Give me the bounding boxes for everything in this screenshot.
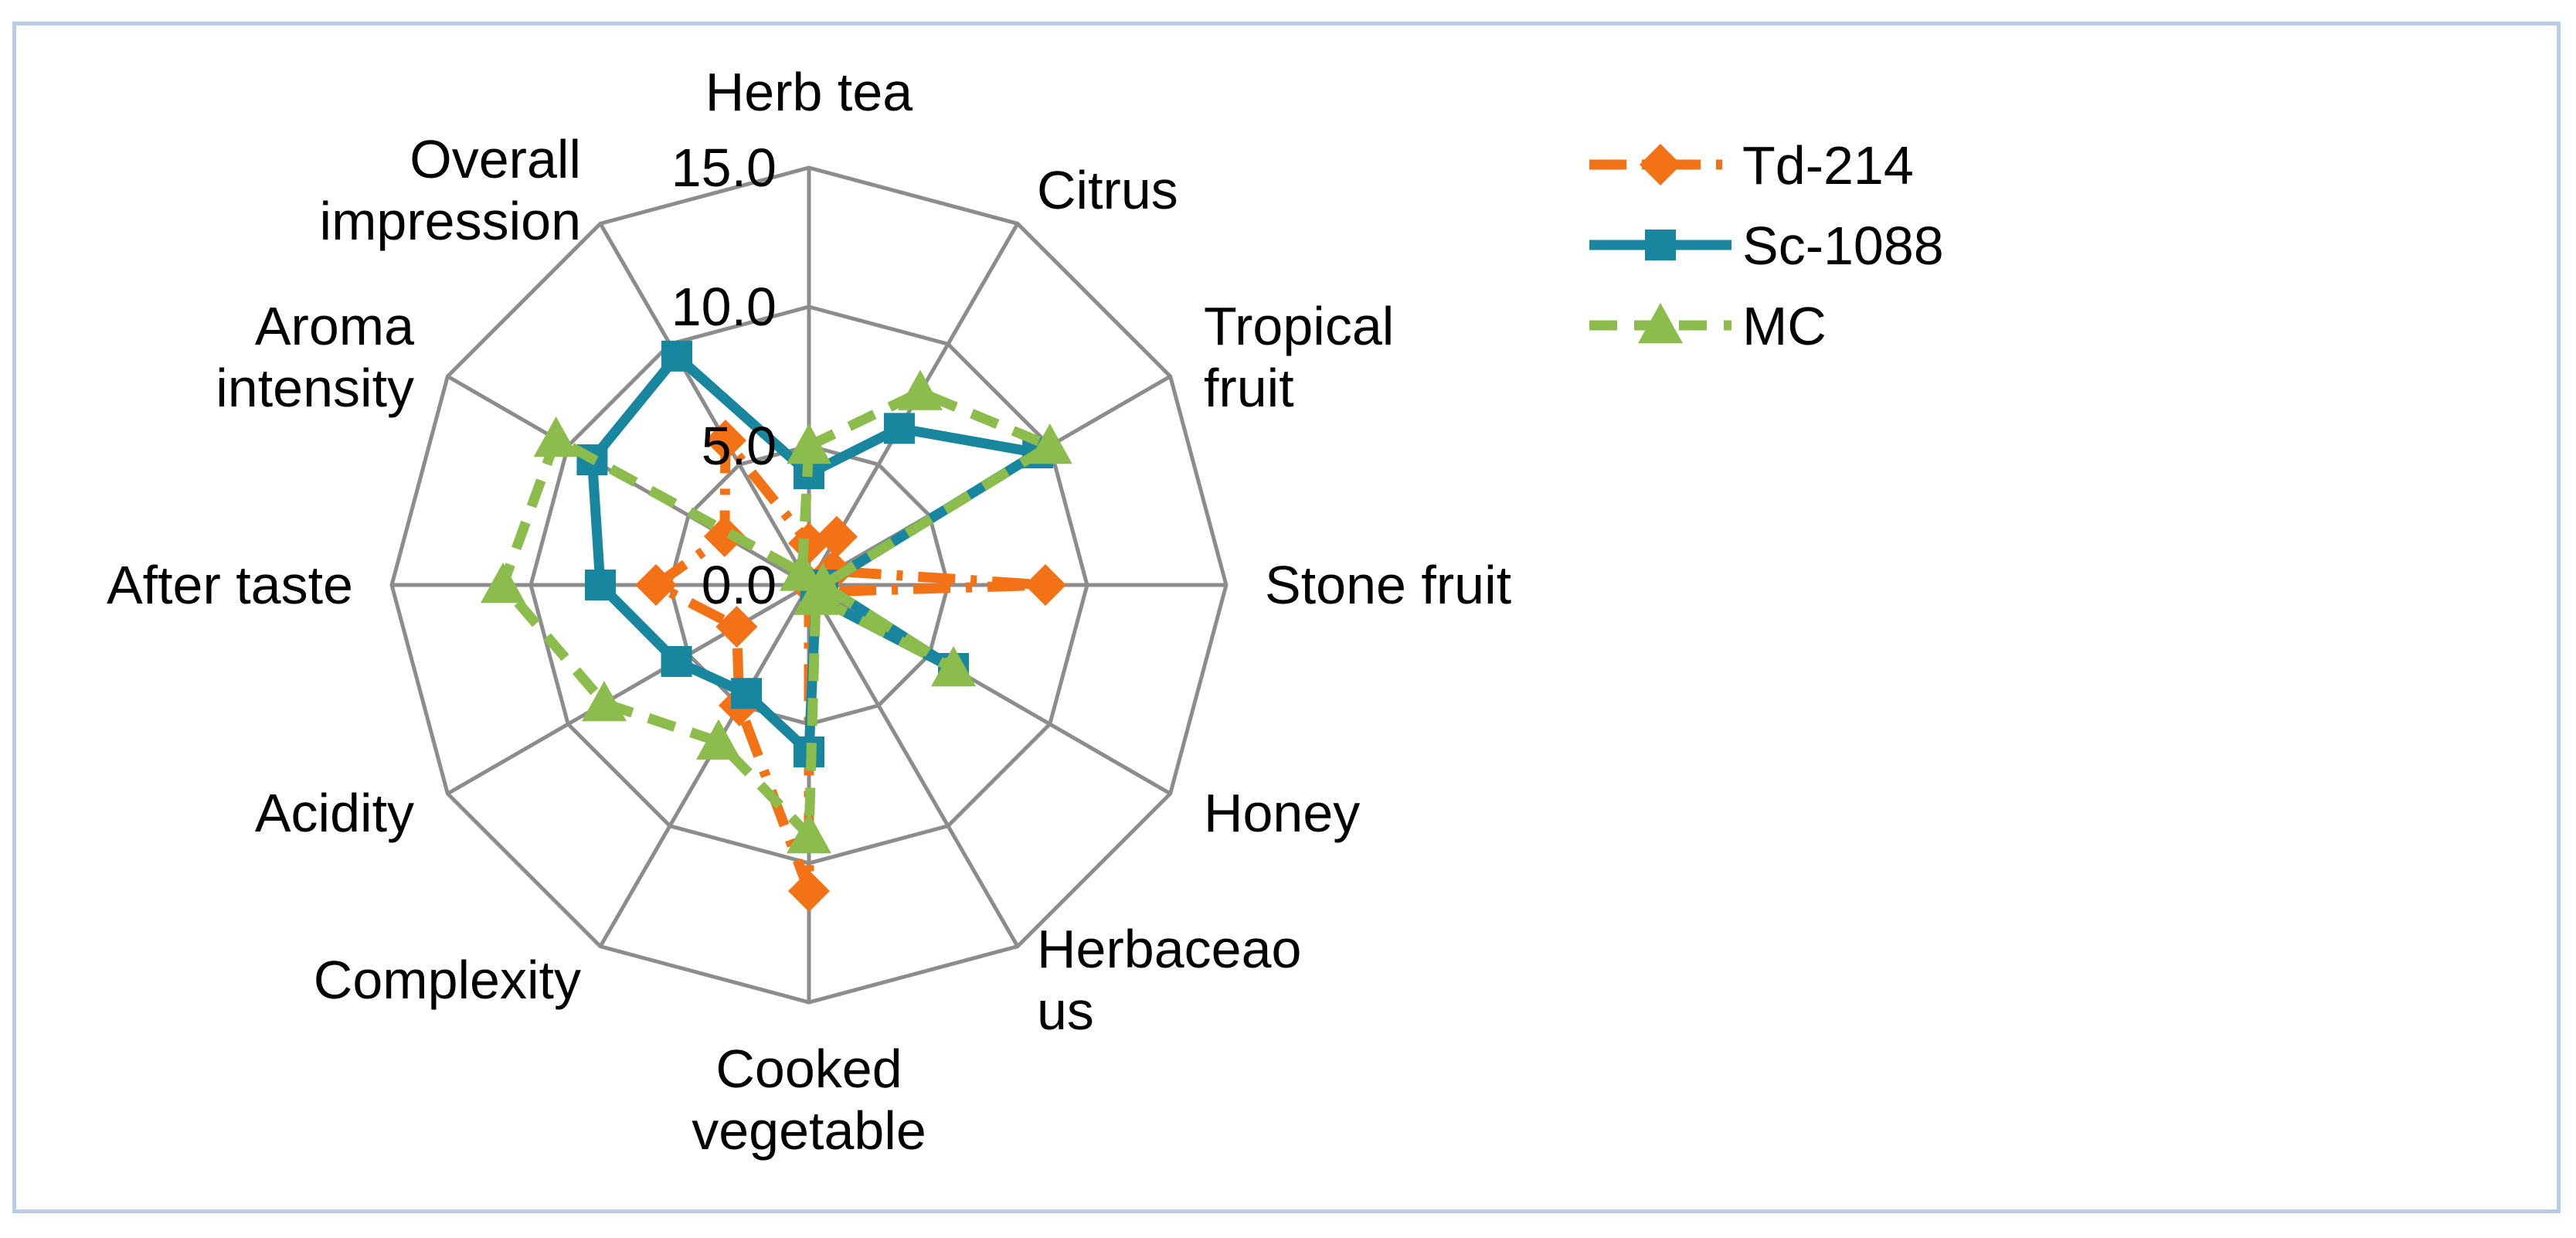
data-point-10 (703, 515, 746, 557)
category-label-line: Citrus (1037, 160, 1178, 220)
data-point-8 (581, 681, 627, 722)
data-point-10 (533, 417, 579, 457)
category-label-1: Citrus (1037, 160, 1178, 220)
legend-item-td-214: Td-214 (1589, 135, 1914, 196)
category-label-line: Herb tea (705, 62, 913, 122)
series-line (651, 435, 1051, 896)
category-label-line: vegetable (692, 1100, 926, 1161)
legend-label: Td-214 (1742, 135, 1914, 196)
category-label-line: Cooked (715, 1039, 902, 1099)
data-point-1 (816, 515, 858, 558)
data-point-5 (794, 574, 838, 615)
data-point-9 (635, 564, 677, 606)
data-point-6 (788, 870, 830, 912)
tick-label-3: 15.0 (671, 138, 777, 198)
data-point-8 (661, 646, 692, 677)
category-label-3: Stone fruit (1265, 555, 1511, 615)
tick-label-2: 10.0 (671, 277, 777, 337)
category-label-line: us (1037, 981, 1094, 1041)
data-point-11 (705, 419, 746, 461)
data-point-4 (931, 646, 977, 687)
legend-marker (1640, 144, 1681, 185)
data-point-3 (1025, 564, 1066, 606)
category-label-line: Stone fruit (1265, 555, 1511, 615)
data-point-7 (731, 678, 762, 709)
category-label-line: Herbaceao (1037, 919, 1301, 979)
category-label-line: Acidity (255, 783, 414, 843)
data-point-9 (585, 570, 616, 600)
category-label-line: fruit (1204, 358, 1294, 418)
grid-spoke-5 (807, 583, 1020, 947)
category-label-8: Acidity (255, 783, 414, 843)
data-point-8 (715, 606, 758, 648)
category-label-0: Herb tea (705, 62, 913, 122)
radial-tick-labels: 0.0 5.0 10.0 15.0 (671, 138, 777, 615)
category-label-line: Overall (410, 129, 581, 189)
series-layer (481, 340, 1072, 912)
category-label-4: Honey (1204, 783, 1360, 843)
data-point-11 (780, 550, 824, 591)
data-point-1 (884, 413, 915, 444)
category-label-line: Honey (1204, 783, 1360, 843)
grid-spoke-7 (598, 583, 811, 947)
grid-spoke-11 (598, 223, 811, 587)
legend-item-sc-1088: Sc-1088 (1589, 216, 1944, 276)
category-label-line: Aroma (255, 296, 414, 356)
category-label-line: After taste (107, 555, 353, 615)
legend-marker (1645, 230, 1676, 260)
data-point-0 (787, 423, 831, 464)
data-point-1 (898, 369, 943, 410)
legend-label: Sc-1088 (1742, 216, 1944, 276)
category-label-line: impression (320, 191, 581, 251)
tick-label-1: 5.0 (702, 416, 777, 476)
category-label-9: After taste (107, 555, 353, 615)
category-label-line: intensity (216, 358, 414, 418)
series-mc (481, 369, 1072, 854)
category-label-7: Complexity (314, 950, 581, 1010)
legend-item-mc: MC (1589, 296, 1827, 356)
data-point-11 (661, 340, 692, 372)
data-point-7 (696, 719, 741, 760)
legend-marker (1638, 303, 1683, 344)
category-label-line: Complexity (314, 950, 581, 1010)
data-point-6 (787, 813, 831, 854)
legend-label: MC (1742, 296, 1827, 356)
category-label-line: Tropical (1204, 296, 1394, 356)
data-point-2 (1027, 423, 1072, 464)
data-point-9 (481, 563, 525, 604)
tick-label-0: 0.0 (702, 555, 777, 615)
